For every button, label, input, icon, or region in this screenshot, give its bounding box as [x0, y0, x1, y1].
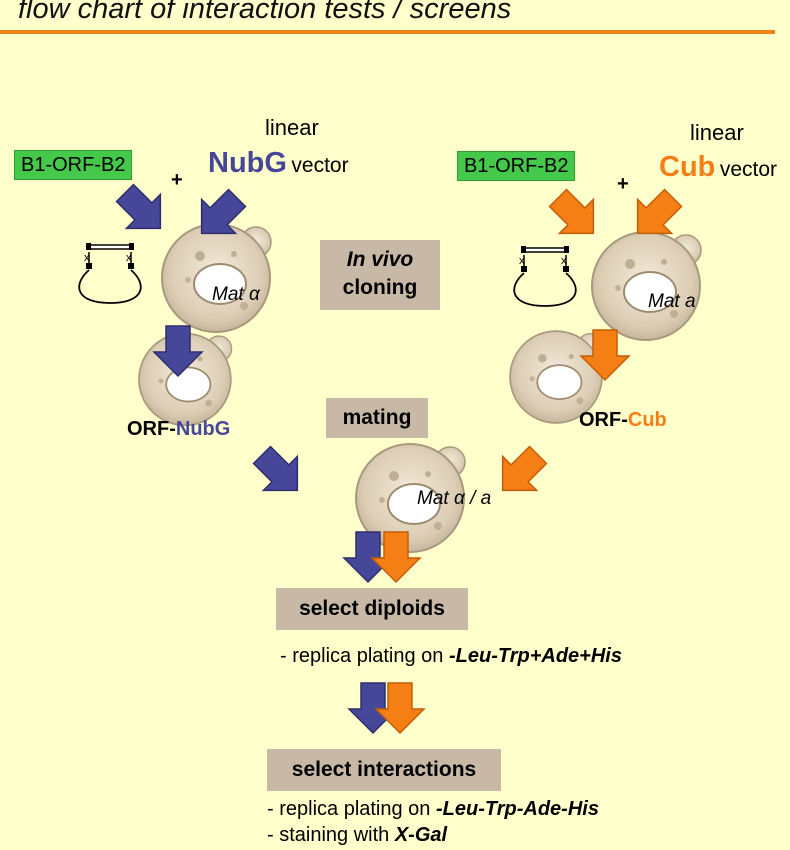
note-prefix: - staining with: [267, 824, 395, 846]
left-vector-label: NubG vector: [208, 147, 349, 180]
page-title: flow chart of interaction tests / screen…: [18, 0, 512, 25]
right-insert-label: B1-ORF-B2: [457, 151, 576, 181]
right-plus-sign: +: [617, 173, 629, 195]
yeast-cell-icon: [591, 231, 702, 341]
cub-suffix: Cub: [627, 409, 667, 431]
orf-cub-label: ORF-Cub: [579, 409, 667, 432]
right-linear-label: linear: [690, 120, 744, 145]
yeast-cell-icon: [161, 223, 272, 333]
right-vector-label: Cub vector: [659, 151, 777, 184]
orf-prefix: ORF-: [579, 409, 628, 431]
cub-vector-name: Cub: [659, 151, 716, 183]
in-vivo-label: In vivo: [346, 248, 414, 271]
plasmid-icon: [78, 242, 142, 304]
orf-nubg-label: ORF-NubG: [127, 418, 230, 441]
nubg-vector-name: NubG: [208, 147, 287, 179]
nubg-suffix: NubG: [175, 418, 231, 440]
diploid-mating-type: Mat α / a: [417, 488, 492, 509]
right-mating-type: Mat a: [648, 291, 696, 312]
note-prefix: - replica plating on: [267, 798, 436, 820]
interaction-note-2: - staining with X-Gal: [267, 824, 447, 847]
left-mating-type: Mat α: [212, 284, 260, 305]
cloning-label: cloning: [342, 276, 418, 299]
left-vector-word: vector: [291, 154, 349, 177]
left-plus-sign: +: [171, 169, 183, 191]
select-diploids-box: select diploids: [276, 588, 468, 630]
title-rule: [0, 30, 775, 34]
diploid-media: -Leu-Trp+Ade+His: [448, 645, 622, 667]
mating-box: mating: [326, 398, 428, 438]
arrow-icon: [244, 437, 316, 509]
arrow-icon: [348, 682, 425, 734]
in-vivo-cloning-box: In vivo cloning: [320, 240, 440, 310]
note-prefix: - replica plating on: [280, 645, 449, 667]
interaction-note-1: - replica plating on -Leu-Trp-Ade-His: [267, 798, 599, 821]
left-linear-label: linear: [265, 115, 319, 140]
right-vector-word: vector: [719, 158, 778, 181]
plasmid-icon: [513, 245, 577, 307]
orf-prefix: ORF-: [127, 418, 176, 440]
select-interactions-box: select interactions: [267, 749, 501, 791]
interaction-media: -Leu-Trp-Ade-His: [435, 798, 599, 820]
xgal-reagent: X-Gal: [394, 824, 448, 846]
diploid-selection-note: - replica plating on -Leu-Trp+Ade+His: [280, 645, 622, 668]
left-insert-label: B1-ORF-B2: [14, 150, 133, 180]
arrow-icon: [484, 437, 556, 509]
